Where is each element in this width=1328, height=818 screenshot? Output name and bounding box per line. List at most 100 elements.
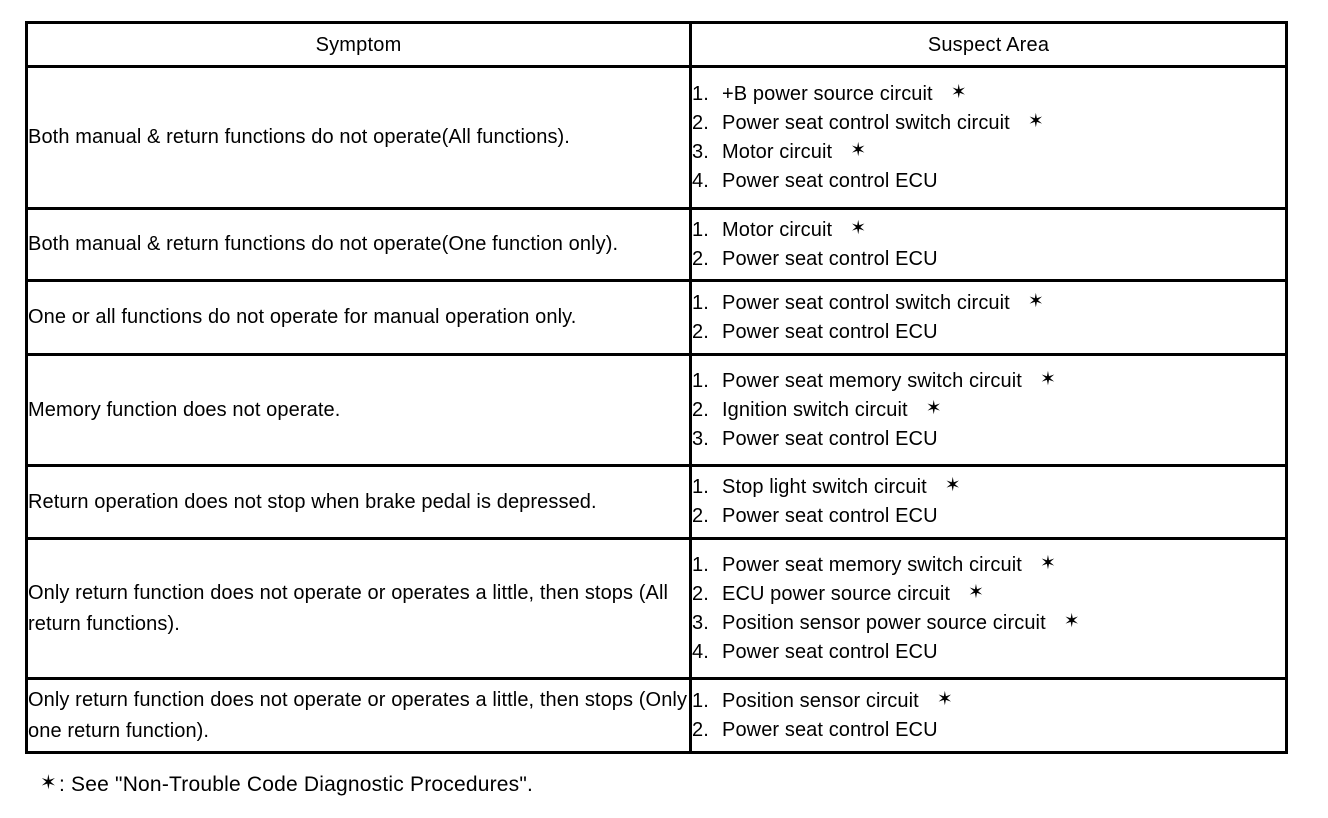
suspect-item-text: +B power source circuit — [722, 82, 933, 105]
suspect-item-number: 1. — [692, 369, 709, 392]
suspect-list: 1. Position sensor circuit ✶ 2. Power seat c… — [692, 687, 1285, 745]
suspect-item-number: 3. — [692, 140, 709, 163]
suspect-list: 1.Power seat control switch circuit✶2.Po… — [692, 289, 1285, 347]
suspect-item-text: Power seat memory switch circuit — [722, 369, 1022, 392]
suspect-item-number: 2. — [692, 718, 709, 741]
suspect-list: 1.+B power source circuit✶2.Power seat c… — [692, 80, 1285, 196]
suspect-list-item: 3.Position sensor power source circuit✶ — [692, 609, 1285, 638]
suspect-item-text: Power seat control ECU — [722, 247, 938, 270]
suspect-item-text: Power seat control ECU — [722, 320, 938, 343]
suspect-list: 1. Stop light switch circuit ✶ 2. Power seat… — [692, 473, 1285, 531]
suspect-item-text: Position sensor circuit — [722, 689, 919, 712]
asterisk-icon: ✶ — [968, 581, 985, 603]
suspect-list-item: 2. Power seat control ECU — [692, 502, 1285, 531]
symptom-cell: Memory function does not operate. — [25, 353, 692, 467]
asterisk-icon: ✶ — [1063, 610, 1080, 632]
symptom-cell: Both manual & return functions do not op… — [25, 207, 692, 282]
symptom-cell: Both manual & return functions do not op… — [25, 65, 692, 210]
suspect-list-item: 2. Power seat control ECU — [692, 716, 1285, 745]
asterisk-icon: ✶ — [944, 475, 961, 496]
suspect-item-text: Power seat control ECU — [722, 505, 938, 527]
suspect-area-cell: 1. Power seat memory switch circuit ✶ 2. Ign… — [689, 353, 1288, 467]
suspect-item-text: Power seat control ECU — [722, 640, 938, 663]
symptom-cell: One or all functions do not operate for … — [25, 279, 692, 356]
suspect-item-number: 2. — [692, 505, 709, 527]
suspect-item-text: Power seat memory switch circuit — [722, 553, 1022, 576]
asterisk-icon: ✶ — [850, 139, 867, 161]
symptom-cell: Only return function does not operate or… — [25, 677, 692, 754]
suspect-area-cell: 1.+B power source circuit✶2.Power seat c… — [689, 65, 1288, 210]
suspect-item-number: 1. — [692, 689, 709, 712]
suspect-item-number: 2. — [692, 111, 709, 134]
suspect-item-number: 3. — [692, 427, 709, 450]
suspect-list-item: 1. Power seat memory switch circuit ✶ — [692, 367, 1285, 396]
asterisk-icon: ✶ — [1039, 552, 1056, 574]
asterisk-icon: ✶ — [850, 217, 867, 239]
asterisk-icon: ✶ — [936, 688, 953, 710]
asterisk-icon: ✶ — [1027, 110, 1044, 132]
suspect-list: 1. Motor circuit ✶ 2. Power seat control ECU — [692, 216, 1285, 274]
suspect-list-item: 2. ECU power source circuit ✶ — [692, 580, 1285, 609]
asterisk-icon: ✶ — [1027, 290, 1044, 312]
suspect-item-number: 1. — [692, 476, 709, 498]
suspect-area-cell: 1. Motor circuit ✶ 2. Power seat control ECU — [689, 207, 1288, 282]
column-header-symptom: Symptom — [25, 21, 692, 68]
suspect-area-cell: 1.Power seat control switch circuit✶2.Po… — [689, 279, 1288, 356]
suspect-list-item: 2. Power seat control switch circuit ✶ — [692, 109, 1285, 138]
suspect-item-text: Motor circuit — [722, 218, 833, 241]
asterisk-icon: ✶ — [950, 81, 967, 103]
table-row: Return operation does not stop when brak… — [25, 464, 1288, 540]
suspect-item-number: 2. — [692, 247, 709, 270]
suspect-list-item: 1. Motor circuit ✶ — [692, 216, 1285, 245]
suspect-item-text: Stop light switch circuit — [722, 476, 927, 498]
suspect-item-number: 2. — [692, 582, 709, 605]
suspect-list: 1. Power seat memory switch circuit ✶ 2. Ign… — [692, 367, 1285, 454]
table-body: Both manual & return functions do not op… — [25, 65, 1288, 754]
suspect-list-item: 3. Motor circuit ✶ — [692, 138, 1285, 167]
table-row: One or all functions do not operate for … — [25, 279, 1288, 356]
suspect-item-number: 1. — [692, 553, 709, 576]
suspect-list-item: 2. Power seat control ECU — [692, 245, 1285, 274]
suspect-item-text: Power seat control switch circuit — [722, 291, 1010, 314]
symptom-cell: Return operation does not stop when brak… — [25, 464, 692, 540]
suspect-area-cell: 1. Stop light switch circuit ✶ 2. Power seat… — [689, 464, 1288, 540]
problem-symptoms-table: Symptom Suspect Area Both manual & retur… — [25, 21, 1288, 754]
footnote-text: : See "Non-Trouble Code Diagnostic Proce… — [58, 773, 534, 796]
table-header: Symptom Suspect Area — [25, 21, 1288, 68]
suspect-item-text: Motor circuit — [722, 140, 833, 163]
table-row: Both manual & return functions do not op… — [25, 207, 1288, 282]
suspect-item-number: 4. — [692, 640, 709, 663]
suspect-item-number: 4. — [692, 169, 709, 192]
suspect-list-item: 2.Ignition switch circuit✶ — [692, 396, 1285, 425]
suspect-list: 1. Power seat memory switch circuit ✶ 2. ECU… — [692, 551, 1285, 667]
suspect-item-text: Power seat control ECU — [722, 427, 938, 450]
suspect-item-number: 2. — [692, 320, 709, 343]
suspect-item-number: 2. — [692, 398, 709, 421]
suspect-list-item: 1.Power seat control switch circuit✶ — [692, 289, 1285, 318]
table-row: Memory function does not operate.1. Power… — [25, 353, 1288, 467]
suspect-item-text: Power seat control ECU — [722, 718, 938, 741]
table-row: Both manual & return functions do not op… — [25, 65, 1288, 210]
suspect-list-item: 2. Power seat control ECU — [692, 318, 1285, 347]
suspect-list-item: 3. Power seat control ECU — [692, 425, 1285, 454]
table-row: Only return function does not operate or… — [25, 677, 1288, 754]
suspect-list-item: 1.+B power source circuit✶ — [692, 80, 1285, 109]
asterisk-icon: ✶ — [40, 772, 57, 794]
suspect-item-text: Power seat control switch circuit — [722, 111, 1010, 134]
suspect-item-number: 1. — [692, 218, 709, 241]
column-header-suspect-area: Suspect Area — [689, 21, 1288, 68]
suspect-item-text: ECU power source circuit — [722, 582, 951, 605]
suspect-list-item: 1. Position sensor circuit ✶ — [692, 687, 1285, 716]
suspect-area-cell: 1. Power seat memory switch circuit ✶ 2. ECU… — [689, 537, 1288, 680]
table-header-row: Symptom Suspect Area — [25, 21, 1288, 68]
symptom-cell: Only return function does not operate or… — [25, 537, 692, 680]
suspect-item-number: 3. — [692, 611, 709, 634]
footnote: ✶: See "Non-Trouble Code Diagnostic Proc… — [40, 772, 533, 798]
table-row: Only return function does not operate or… — [25, 537, 1288, 680]
asterisk-icon: ✶ — [1039, 368, 1056, 390]
suspect-list-item: 4.Power seat control ECU — [692, 167, 1285, 196]
suspect-list-item: 1. Stop light switch circuit ✶ — [692, 473, 1285, 502]
suspect-list-item: 1. Power seat memory switch circuit ✶ — [692, 551, 1285, 580]
suspect-item-text: Ignition switch circuit — [722, 398, 908, 421]
